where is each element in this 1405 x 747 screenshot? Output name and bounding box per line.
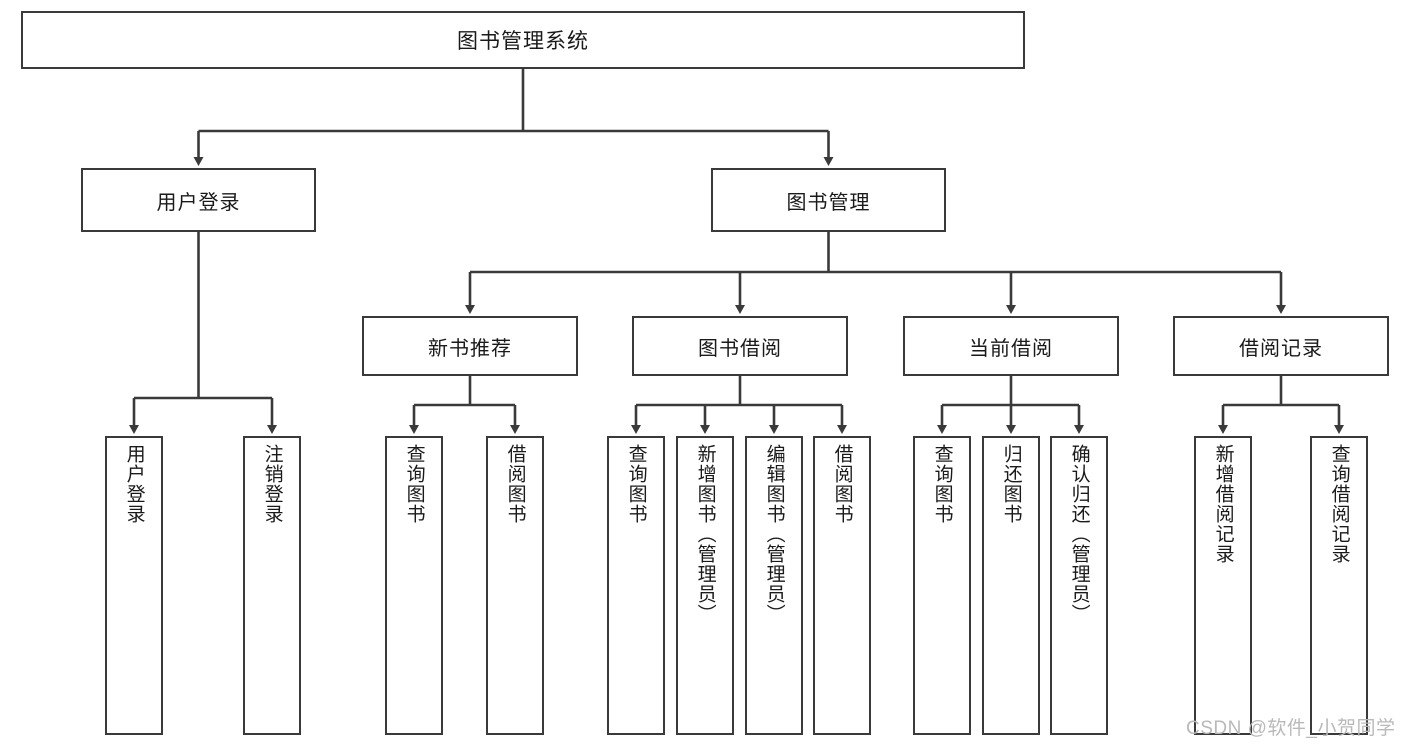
node-borrow-record[interactable]: 借阅记录	[1173, 316, 1389, 376]
node-label: 确认归还（管理员）	[1068, 444, 1090, 624]
node-label: 当前借阅	[969, 337, 1053, 360]
node-label: 编辑图书（管理员）	[763, 444, 785, 624]
node-label: 新增借阅记录	[1212, 444, 1234, 564]
node-label: 新书推荐	[428, 337, 512, 360]
node-leaf-confirm-return[interactable]: 确认归还（管理员）	[1050, 436, 1108, 735]
node-leaf-edit-book[interactable]: 编辑图书（管理员）	[745, 436, 803, 735]
node-leaf-add-book[interactable]: 新增图书（管理员）	[676, 436, 734, 735]
node-leaf-query-book-rec[interactable]: 查询图书	[385, 436, 443, 735]
node-leaf-borrow-book[interactable]: 借阅图书	[813, 436, 871, 735]
node-label: 查询图书	[403, 444, 425, 524]
node-label: 借阅图书	[504, 444, 526, 524]
node-label: 新增图书（管理员）	[694, 444, 716, 624]
node-label: 查询图书	[931, 444, 953, 524]
node-current-borrow[interactable]: 当前借阅	[903, 316, 1119, 376]
node-leaf-return-book[interactable]: 归还图书	[982, 436, 1040, 735]
watermark-label: CSDN @软件_小贺同学	[1186, 718, 1396, 739]
node-book-borrow[interactable]: 图书借阅	[632, 316, 848, 376]
node-user-login[interactable]: 用户登录	[81, 168, 316, 232]
node-leaf-user-login[interactable]: 用户登录	[105, 436, 163, 735]
node-label: 归还图书	[1000, 444, 1022, 524]
node-label: 图书管理系统	[457, 30, 589, 53]
node-leaf-user-logout[interactable]: 注销登录	[243, 436, 301, 735]
node-label: 借阅记录	[1239, 337, 1323, 360]
node-root-root[interactable]: 图书管理系统	[21, 11, 1025, 69]
node-leaf-query-book-borrow[interactable]: 查询图书	[607, 436, 665, 735]
node-label: 查询借阅记录	[1328, 444, 1350, 564]
node-leaf-query-record[interactable]: 查询借阅记录	[1310, 436, 1368, 735]
node-new-book-rec[interactable]: 新书推荐	[362, 316, 578, 376]
node-label: 用户登录	[123, 444, 145, 524]
node-book-manage[interactable]: 图书管理	[711, 168, 946, 232]
node-label: 注销登录	[261, 444, 283, 524]
node-label: 图书管理	[786, 191, 871, 214]
node-label: 借阅图书	[831, 444, 853, 524]
node-leaf-borrow-book-rec[interactable]: 借阅图书	[486, 436, 544, 735]
node-label: 图书借阅	[698, 337, 782, 360]
node-leaf-add-record[interactable]: 新增借阅记录	[1194, 436, 1252, 735]
node-label: 查询图书	[625, 444, 647, 524]
node-label: 用户登录	[156, 191, 241, 214]
node-leaf-query-book-current[interactable]: 查询图书	[913, 436, 971, 735]
